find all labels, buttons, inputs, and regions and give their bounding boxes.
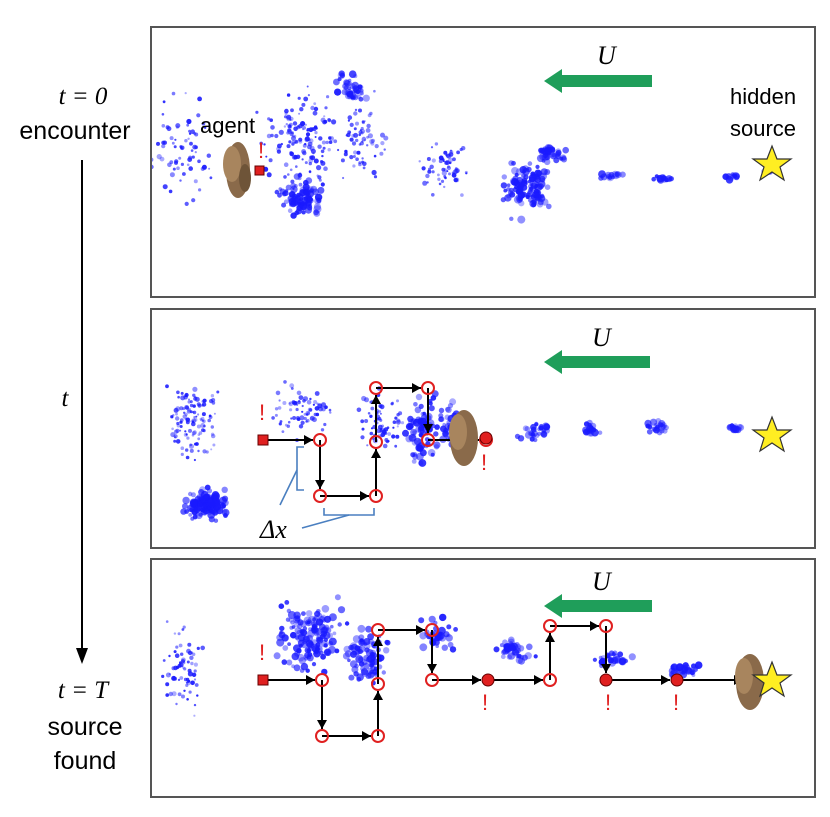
wind-label: U [597, 41, 618, 70]
panel-encounter: U agent hidden source ! [150, 26, 816, 298]
end-event-label-1: source [47, 713, 123, 741]
agent-label: agent [200, 113, 255, 138]
step-size-label: Δx [259, 515, 287, 544]
start-time-label: t = 0 [58, 83, 108, 110]
timeline-arrow [76, 160, 88, 664]
moth-icon [223, 142, 251, 198]
start-event-label: encounter [19, 117, 131, 145]
moth-icon [735, 654, 764, 710]
source-label-1: hidden [730, 84, 796, 109]
wind-label: U [592, 323, 613, 352]
moth-icon [449, 410, 478, 466]
detection-mark: ! [482, 690, 488, 715]
detection-mark: ! [605, 690, 611, 715]
end-time-label: t = T [57, 677, 109, 704]
mid-time-label: t [61, 385, 69, 412]
wind-arrow-icon [544, 69, 652, 93]
detection-mark: ! [259, 400, 265, 425]
star-icon [751, 415, 793, 453]
wind-arrow-icon [544, 350, 650, 374]
source-label-2: source [730, 116, 796, 141]
panel-found: U ! ! ! ! [150, 558, 816, 798]
odor-plume [161, 594, 703, 717]
detection-mark: ! [259, 640, 265, 665]
panel-search: U ! ! Δx [150, 308, 816, 549]
agent-marker [254, 165, 265, 176]
detection-mark: ! [673, 690, 679, 715]
star-icon [751, 144, 793, 182]
wind-arrow-icon [544, 594, 652, 618]
step-bracket [279, 446, 375, 529]
search-path [257, 619, 757, 743]
end-event-label-2: found [53, 747, 117, 775]
detection-mark: ! [258, 138, 264, 163]
wind-label: U [592, 567, 613, 596]
agent-marker [479, 431, 493, 445]
star-icon [751, 660, 793, 698]
detection-mark: ! [481, 450, 487, 475]
odor-plume [152, 70, 774, 224]
